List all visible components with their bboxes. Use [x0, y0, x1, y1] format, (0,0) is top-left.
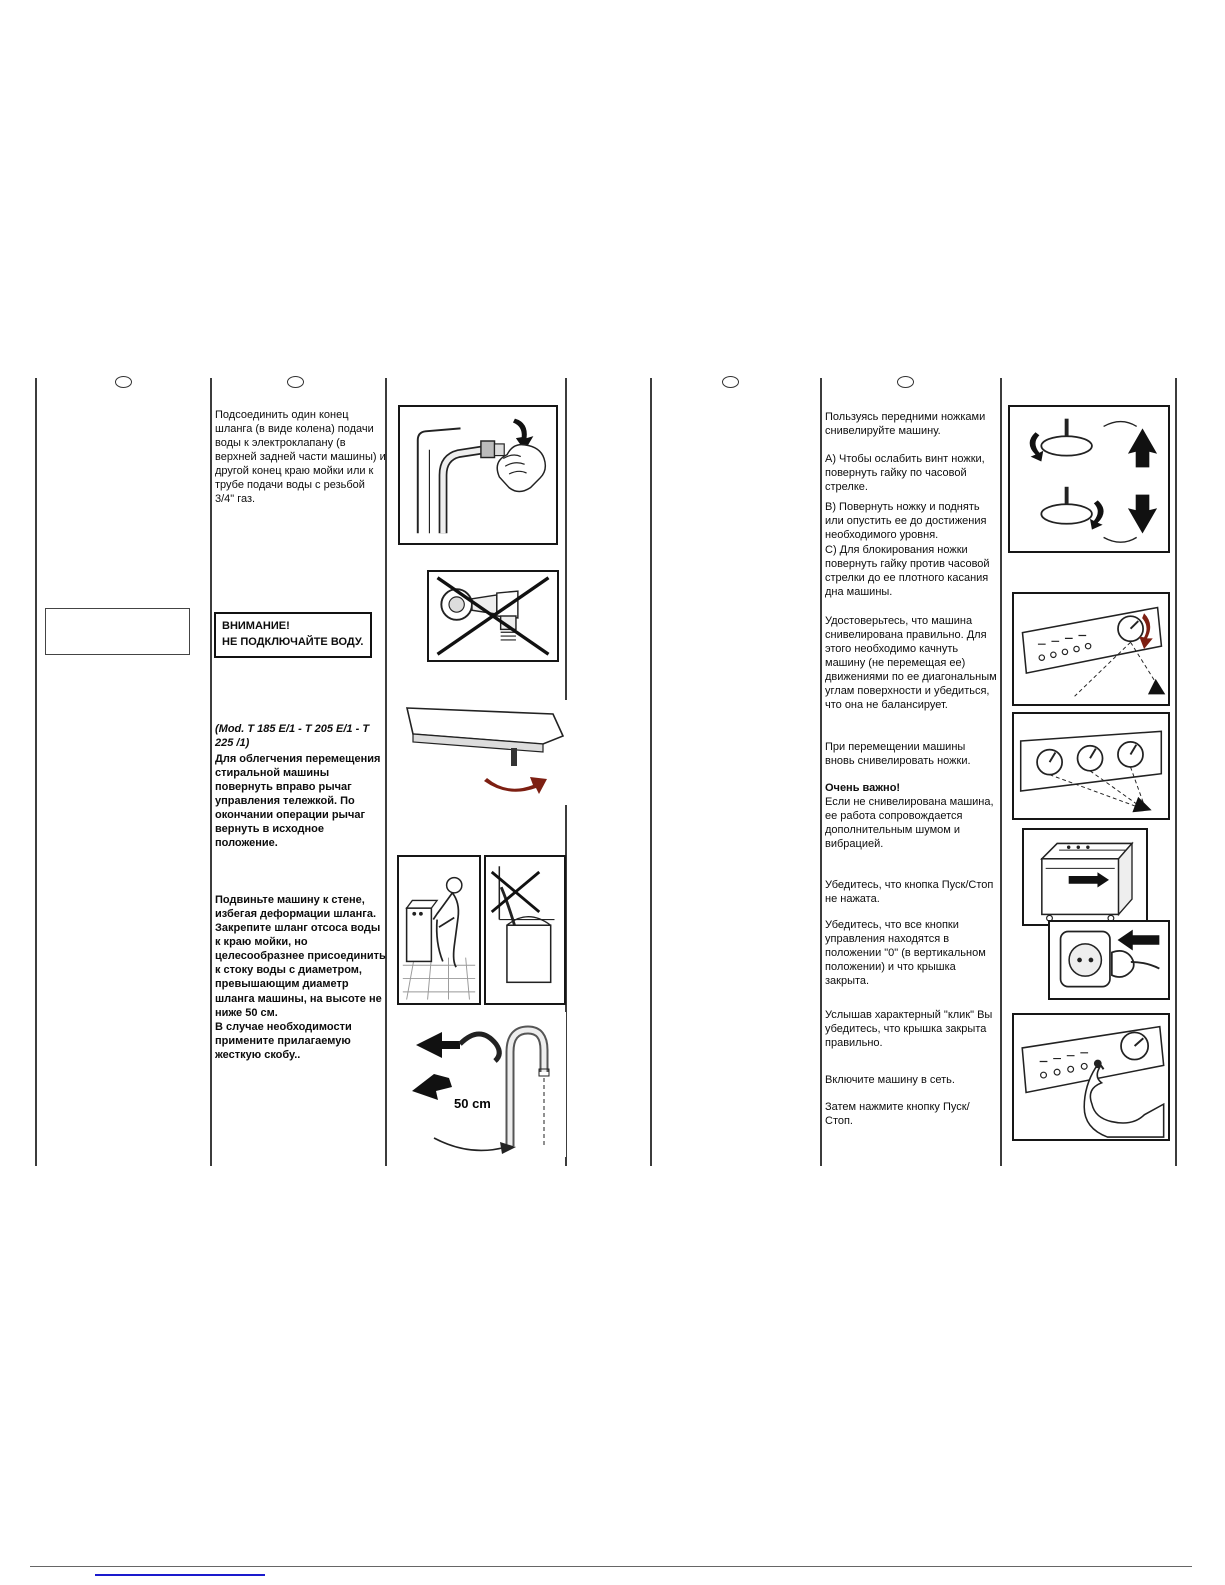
drain-hose-drawing: [412, 1025, 550, 1154]
adjust-feet-illustration: [1008, 405, 1170, 553]
press-start-paragraph: Затем нажмите кнопку Пуск/Стоп.: [825, 1101, 970, 1128]
right-page-border-3: [1000, 378, 1002, 1166]
model-note: (Mod. T 185 E/1 - T 205 E/1 - T 225 /1): [215, 723, 370, 750]
right-page-border-2: [820, 378, 822, 1166]
hose-not-bent-illustration: [484, 855, 566, 1005]
left-page-border-2: [210, 378, 212, 1166]
adjust-feet-drawing: [1029, 418, 1158, 543]
important-text: Если не снивелирована машина, ее работа …: [825, 796, 994, 851]
knobs-zero-drawing: [1019, 730, 1163, 813]
important-title: Очень важно!: [825, 782, 901, 794]
relevel-note: При перемещении машины вновь снивелирова…: [825, 741, 971, 768]
level-check-paragraph: Удостоверьтесь, что машина снивелирована…: [825, 615, 997, 712]
check-knobs-paragraph: Убедитесь, что все кнопки управления нах…: [825, 919, 986, 988]
no-water-tap-illustration: [427, 570, 559, 662]
drain-hose-illustration: 50 cm: [398, 1012, 566, 1157]
moving-machine-illustration: [397, 855, 481, 1005]
press-start-illustration: [1012, 1013, 1170, 1141]
hose-connection-paragraph: Подсоединить один конец шланга (в виде к…: [215, 409, 386, 506]
warning-box: ВНИМАНИЕ! НЕ ПОДКЛЮЧАЙТЕ ВОДУ.: [214, 612, 372, 658]
positioning-paragraph: Подвиньте машину к стене, избегая деформ…: [215, 894, 386, 1061]
hose-not-bent-drawing: [490, 866, 555, 984]
footer-rule: [30, 1566, 1192, 1567]
knobs-zero-illustration: [1012, 712, 1170, 820]
lid-closed-drawing: [1039, 841, 1134, 922]
hose-connection-drawing: [416, 418, 547, 534]
levelling-step-b: В) Повернуть ножку и поднять или опустит…: [825, 501, 987, 542]
trolley-lever-drawing: [405, 707, 565, 794]
check-start-button-paragraph: Убедитесь, что кнопка Пуск/Стоп не нажат…: [825, 879, 994, 906]
right-page-border-4: [1175, 378, 1177, 1166]
left-page-hole-mark-1: [115, 376, 132, 388]
hose-connection-illustration: [398, 405, 558, 545]
control-panel-sight-illustration: [1012, 592, 1170, 706]
right-page-border-1: [650, 378, 652, 1166]
no-water-tap-drawing: [436, 576, 550, 656]
levelling-step-c: С) Для блокирования ножки повернуть гайк…: [825, 544, 990, 599]
plug-socket-illustration: [1048, 920, 1170, 1000]
moving-machine-drawing: [402, 876, 476, 1000]
left-page-hole-mark-2: [287, 376, 304, 388]
plug-socket-drawing: [1059, 929, 1160, 988]
levelling-step-a: А) Чтобы ослабить винт ножки, повернуть …: [825, 453, 985, 494]
levelling-intro: Пользуясь передними ножками снивелируйте…: [825, 411, 986, 438]
right-page-hole-mark-2: [897, 376, 914, 388]
trolley-lever-paragraph: Для облегчения перемещения стиральной ма…: [215, 753, 381, 850]
left-page-border-1: [35, 378, 37, 1166]
footer-link-underline: [95, 1574, 265, 1576]
press-start-drawing: [1021, 1025, 1165, 1138]
lid-click-paragraph: Услышав характерный "клик" Вы убедитесь,…: [825, 1009, 993, 1050]
left-page-border-3: [385, 378, 387, 1166]
control-panel-sight-drawing: [1021, 606, 1166, 697]
warning-line-1: ВНИМАНИЕ!: [222, 620, 290, 632]
trolley-lever-illustration: [393, 700, 567, 805]
left-margin-empty-box: [45, 608, 190, 655]
plug-in-paragraph: Включите машину в сеть.: [825, 1074, 955, 1086]
drain-height-label: 50 cm: [454, 1096, 491, 1111]
warning-line-2: НЕ ПОДКЛЮЧАЙТЕ ВОДУ.: [222, 635, 364, 648]
lid-closed-illustration: [1022, 828, 1148, 926]
right-page-hole-mark-1: [722, 376, 739, 388]
